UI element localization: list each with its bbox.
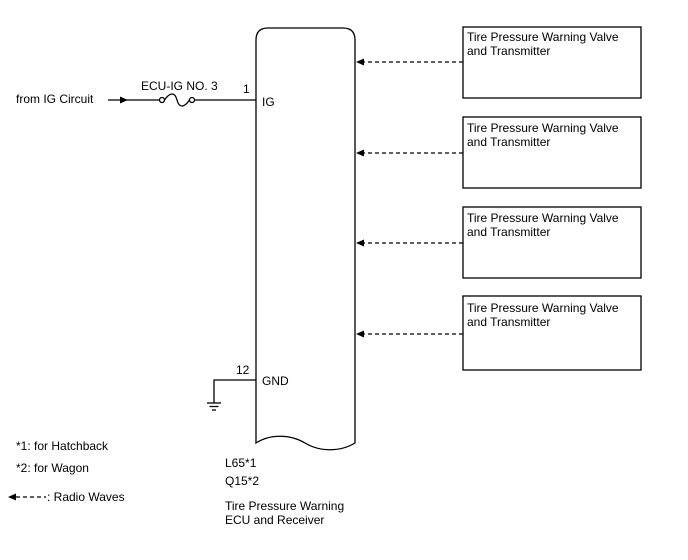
transmitter-2-line1: Tire Pressure Warning Valve [467,121,619,135]
transmitter-3-line2: and Transmitter [467,225,550,239]
transmitter-3-line1: Tire Pressure Warning Valve [467,211,619,225]
transmitter-1-line2: and Transmitter [467,44,550,58]
legend-arrow-icon [8,493,16,501]
transmitter-1-line1: Tire Pressure Warning Valve [467,30,619,44]
ecu-name-line1: Tire Pressure Warning [225,499,344,513]
radio-arrow-3-icon [356,239,364,247]
pin-gnd-number: 12 [236,363,250,377]
connector-code-hatchback: L65*1 [225,456,257,470]
source-arrow-icon [120,96,128,104]
radio-arrow-1-icon [356,58,364,66]
fuse-icon [158,93,196,107]
transmitter-2-line2: and Transmitter [467,135,550,149]
source-label: from IG Circuit [16,92,94,106]
pin-ig-name: IG [262,95,275,109]
ground-icon [207,402,221,411]
transmitter-4-line1: Tire Pressure Warning Valve [467,301,619,315]
ecu-body [255,27,356,451]
note-wagon: *2: for Wagon [16,461,89,475]
note-hatchback: *1: for Hatchback [16,439,109,453]
radio-arrow-4-icon [356,330,364,338]
transmitter-box-4 [462,295,642,371]
legend-radio-waves: : Radio Waves [47,490,125,504]
ecu-name-line2: ECU and Receiver [225,513,324,527]
fuse-label: ECU-IG NO. 3 [141,79,218,93]
gnd-wire [213,379,256,403]
transmitter-4-line2: and Transmitter [467,315,550,329]
pin-ig-number: 1 [243,82,250,96]
connector-code-wagon: Q15*2 [225,474,259,488]
pin-gnd-name: GND [262,374,289,388]
radio-arrow-2-icon [356,149,364,157]
